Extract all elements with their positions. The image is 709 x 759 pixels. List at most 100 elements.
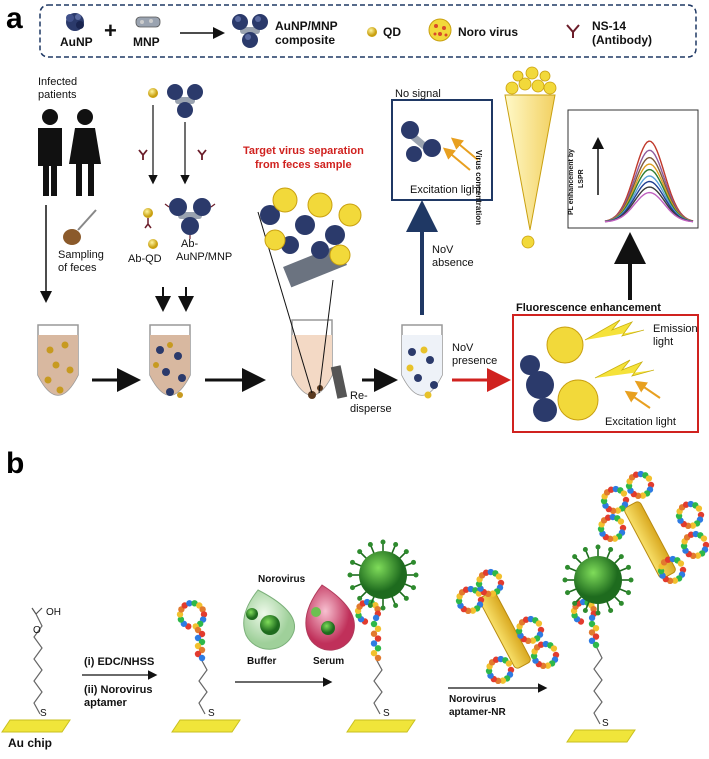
virus-spike-tip <box>618 554 624 560</box>
tube-4 <box>401 324 443 399</box>
infected-label-2: patients <box>38 89 77 101</box>
aptamer-bead <box>597 525 605 533</box>
nov-presence-label-2: presence <box>452 355 498 367</box>
aptamer-bead <box>372 614 380 622</box>
aptamer-bead <box>592 633 600 640</box>
virus-spike-tip <box>582 547 588 553</box>
aptamer-bead <box>588 637 596 644</box>
qd-legend-icon <box>367 27 377 37</box>
virus-spike-tip <box>410 559 416 565</box>
step2-label-2: aptamer <box>84 697 127 709</box>
aptamer-strand-2 <box>176 600 208 662</box>
virus-concentration-label: Virus concentration <box>474 150 483 225</box>
norovirus-green-1 <box>347 539 419 611</box>
aptamer-bead <box>604 514 612 521</box>
virus-spike-tip <box>565 564 571 570</box>
aptamer-bead <box>200 611 208 618</box>
s-label-2: S <box>208 708 215 719</box>
aptamer-bead <box>592 625 600 632</box>
legend-composite-label-1: AuNP/MNP <box>275 19 338 33</box>
ab-qd-icon <box>143 208 158 249</box>
virus-spike-tip <box>393 542 399 548</box>
aptamer-bead <box>544 662 552 669</box>
aptamer-bead <box>505 660 513 667</box>
aptamer-strand-3 <box>354 598 382 662</box>
au-chip-3 <box>346 658 416 733</box>
aptamer-bead <box>590 605 597 613</box>
pl-axis-label-2: LSPR <box>578 169 585 188</box>
virus-spike-tip <box>572 554 578 560</box>
aptamer-bead <box>198 638 206 646</box>
aptamer-bead <box>592 641 600 649</box>
aptamer-bead <box>374 654 382 662</box>
panel-b-label: b <box>6 447 25 480</box>
pl-curve <box>604 140 694 222</box>
aptamer-bead <box>689 522 697 529</box>
legend-plus: + <box>104 18 117 43</box>
au-chip-4 <box>566 645 636 743</box>
s-label-1: S <box>40 708 47 719</box>
legend-composite-label-2: composite <box>275 33 336 47</box>
aptamer-bead <box>522 616 530 623</box>
pl-curves <box>604 140 694 223</box>
aptamer-bead <box>680 542 688 550</box>
legend-aunp-label: AuNP <box>60 35 93 49</box>
nov-presence-label-1: NoV <box>452 342 474 354</box>
aptamer-bead <box>600 497 608 505</box>
patients-icon <box>38 109 101 196</box>
virus-spike-tip <box>562 577 568 583</box>
target-separation-label-2: from feces sample <box>255 159 352 171</box>
ab-aunp-mnp-icon <box>164 198 216 239</box>
no-signal-excitation-label: Excitation light <box>410 184 481 196</box>
aptamer-bead <box>489 590 497 597</box>
aptamer-bead <box>194 650 202 658</box>
virus-spike-tip <box>413 572 419 578</box>
virus-spike-tip <box>357 595 363 601</box>
virus-spike-tip <box>357 549 363 555</box>
buffer-label: Buffer <box>247 656 277 667</box>
aptamer-bead <box>550 645 558 652</box>
aptamer-bead <box>588 620 596 628</box>
virus-spike-tip <box>625 564 631 570</box>
aptamer-bead <box>198 646 206 654</box>
nr-loops-free <box>455 568 560 685</box>
legend-mnp-label: MNP <box>133 35 160 49</box>
ab-aunp-label-1: Ab- <box>181 238 199 250</box>
aptamer-bead <box>194 642 202 650</box>
sampling-label-1: Sampling <box>58 249 104 261</box>
aptamer-bead <box>687 531 695 538</box>
aptamer-bead <box>700 535 708 542</box>
aptamer-bead <box>515 627 523 635</box>
aptamer-bead <box>186 600 193 607</box>
aptamer-bead <box>529 637 537 644</box>
aptamer-bead <box>664 556 672 563</box>
s-label-3: S <box>383 708 390 719</box>
infected-label-1: Infected <box>38 76 78 88</box>
mnp-icon <box>135 16 161 28</box>
aunp-icon <box>66 13 84 31</box>
panel-a-graphics <box>37 4 699 433</box>
norovirus-green-2 <box>562 544 634 616</box>
aptamer-bead <box>374 625 382 633</box>
aptamer-bead <box>499 677 507 684</box>
virus-spike-tip <box>618 600 624 606</box>
aptamer-bead <box>614 507 622 514</box>
aptamer-bead <box>475 590 483 597</box>
aptamer-bead <box>645 475 653 482</box>
legend-qd-label: QD <box>383 25 401 39</box>
aptamer-bead <box>194 634 202 642</box>
composite-icon <box>232 14 268 48</box>
tube-2 <box>149 324 191 398</box>
aptamer-bead <box>370 640 378 647</box>
aptamer-bead <box>530 652 538 660</box>
virus-spike-tip <box>367 602 373 608</box>
aptamer-bead <box>199 606 206 613</box>
aptamer-bead <box>198 654 206 662</box>
aptamer-bead <box>455 597 463 605</box>
legend-ns14-label-2: (Antibody) <box>592 33 652 47</box>
aptamer-bead <box>671 577 679 584</box>
aptamer-bead <box>370 649 378 657</box>
aptamer-bead <box>620 490 628 497</box>
no-signal-label: No signal <box>395 88 441 100</box>
aptamer-bead <box>469 607 477 614</box>
